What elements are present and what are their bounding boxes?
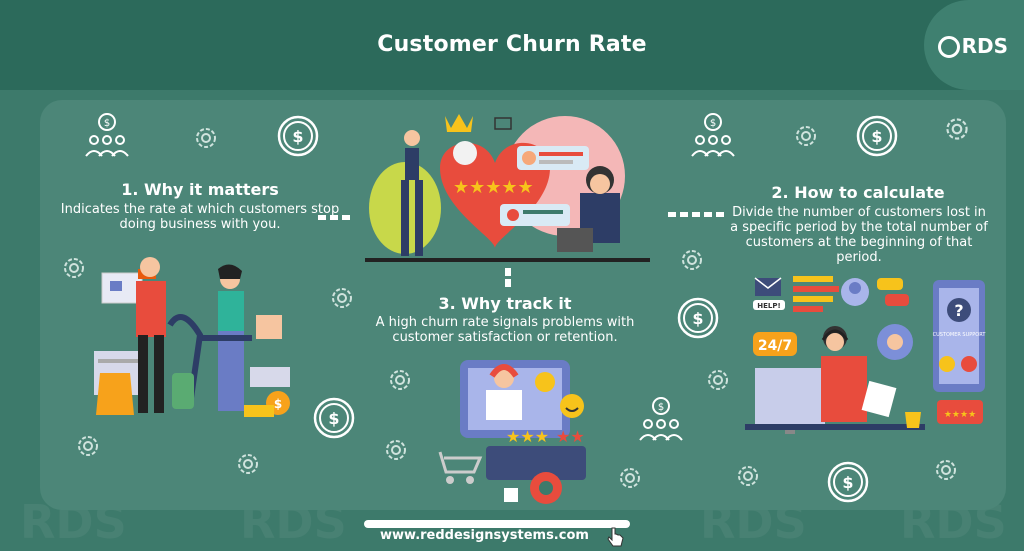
- website-link[interactable]: www.reddesignsystems.com: [380, 528, 589, 543]
- pointer-cursor-icon: [607, 527, 624, 547]
- connector-dash: [505, 268, 511, 276]
- connector-dash: [342, 215, 350, 220]
- connector-dash: [505, 279, 511, 287]
- section-title-why-it-matters: 1. Why it matters: [121, 180, 279, 199]
- svg-text:★★★★: ★★★★: [944, 410, 976, 420]
- dollar-icon: $: [677, 297, 719, 339]
- gear-icon: [386, 440, 406, 460]
- page-title: Customer Churn Rate: [377, 32, 647, 57]
- gear-icon: [332, 288, 352, 308]
- gear-icon: [64, 258, 84, 278]
- svg-text:$: $: [658, 402, 664, 413]
- gear-icon: [78, 436, 98, 456]
- gear-icon: [390, 370, 410, 390]
- url-underline-bar: [364, 520, 630, 528]
- svg-text:$: $: [692, 309, 703, 328]
- customer-support-illustration: HELP! ? CUSTOMER SUPPORT 24/7 ★★★★: [745, 276, 987, 434]
- connector-dash: [716, 212, 724, 217]
- connector-dash: [668, 212, 676, 217]
- customer-group-icon: $: [639, 397, 683, 441]
- section-text-how-to-calculate: Divide the number of customers lost in a…: [730, 205, 988, 265]
- logo-text: RDS: [961, 34, 1008, 58]
- svg-text:$: $: [274, 397, 282, 411]
- dollar-icon: $: [313, 397, 355, 439]
- section-title-why-track-it: 3. Why track it: [438, 294, 572, 313]
- section-text-why-it-matters: Indicates the rate at which customers st…: [60, 202, 340, 232]
- hours-label: 24/7: [758, 338, 792, 354]
- dollar-icon: $: [277, 115, 319, 157]
- section-text-why-track-it: A high churn rate signals problems with …: [375, 315, 635, 345]
- shop-handshake-illustration: $: [94, 257, 290, 417]
- customer-group-icon: $: [85, 113, 129, 157]
- logo-ring-icon: [938, 36, 960, 58]
- gear-icon: [682, 250, 702, 270]
- connector-dash: [330, 215, 338, 220]
- header-bar: [0, 0, 1024, 90]
- gear-icon: [196, 128, 216, 148]
- svg-text:$: $: [104, 118, 110, 129]
- gear-icon: [708, 370, 728, 390]
- stars-label: ★★★★★: [453, 177, 534, 198]
- customer-support-label: CUSTOMER SUPPORT: [933, 332, 987, 338]
- connector-dash: [680, 212, 688, 217]
- svg-text:★★★: ★★★: [506, 427, 549, 446]
- gear-icon: [936, 460, 956, 480]
- dollar-icon: $: [827, 461, 869, 503]
- online-support-illustration: ★★★ ★★: [438, 360, 586, 504]
- svg-text:★★: ★★: [556, 427, 585, 446]
- section-title-how-to-calculate: 2. How to calculate: [771, 183, 945, 202]
- customer-group-icon: $: [691, 113, 735, 157]
- help-label: HELP!: [757, 302, 780, 310]
- gear-icon: [796, 126, 816, 146]
- svg-text:$: $: [842, 473, 853, 492]
- svg-text:$: $: [871, 127, 882, 146]
- question-label: ?: [954, 301, 963, 320]
- gear-icon: [738, 466, 758, 486]
- connector-dash: [318, 215, 326, 220]
- gear-icon: [238, 454, 258, 474]
- svg-text:$: $: [292, 127, 303, 146]
- gear-icon: [620, 468, 640, 488]
- gear-icon: [946, 118, 968, 140]
- svg-text:$: $: [710, 118, 716, 129]
- customer-review-illustration: ★★★★★: [365, 114, 650, 262]
- connector-dash: [704, 212, 712, 217]
- svg-text:$: $: [328, 409, 339, 428]
- dollar-icon: $: [856, 115, 898, 157]
- connector-dash: [692, 212, 700, 217]
